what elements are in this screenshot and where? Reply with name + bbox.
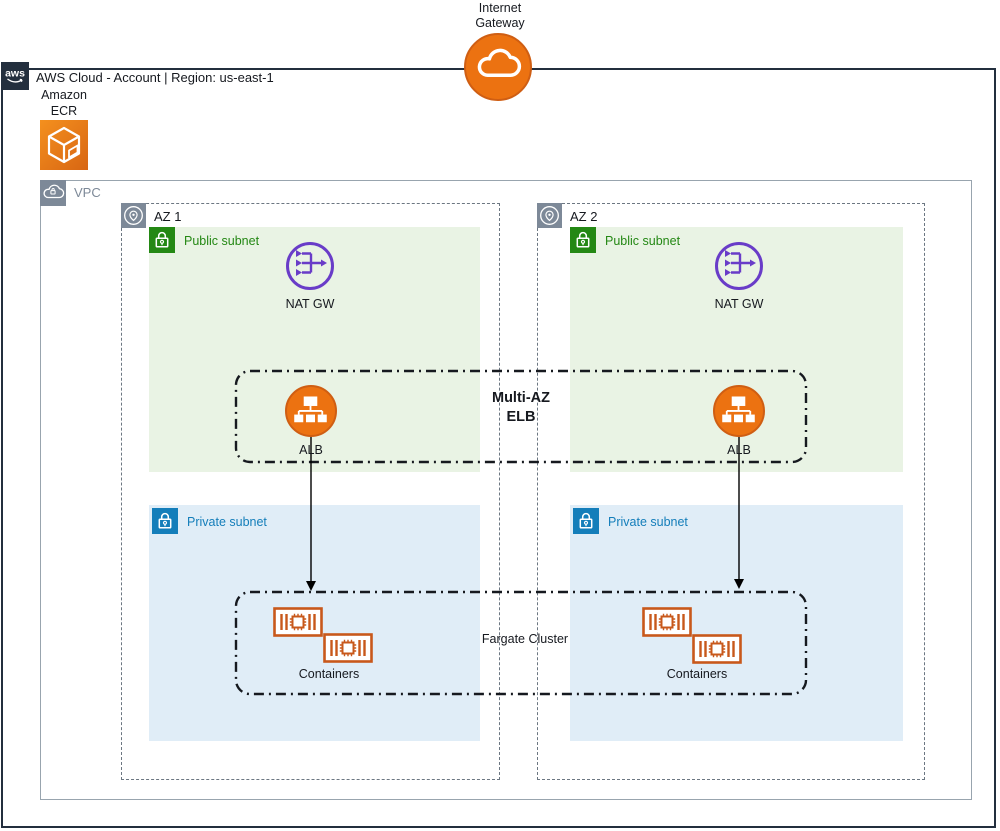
aws-cloud-title: AWS Cloud - Account | Region: us-east-1	[36, 70, 274, 85]
internet-gateway-icon[interactable]	[464, 33, 532, 101]
private-subnet-lock-icon	[152, 508, 178, 534]
nat-gateway-icon-az2[interactable]	[713, 240, 765, 292]
public-subnet-label: Public subnet	[605, 234, 681, 248]
private-subnet-label: Private subnet	[187, 515, 267, 529]
public-subnet-label: Public subnet	[184, 234, 260, 248]
ecr-label: Amazon ECR	[41, 88, 87, 118]
nat-gateway-label: NAT GW	[285, 297, 335, 311]
az1-label: AZ 1	[154, 209, 182, 224]
container-icon[interactable]	[323, 633, 373, 663]
container-icon[interactable]	[642, 607, 692, 637]
az1-location-pin-icon	[121, 203, 146, 228]
vpc-label: VPC	[74, 185, 101, 200]
private-subnet-az2: Private subnet	[570, 505, 903, 741]
alb-icon-az1[interactable]	[285, 385, 337, 437]
vpc-group-border	[40, 180, 972, 800]
public-subnet-lock-icon	[149, 227, 175, 253]
nat-gateway-label: NAT GW	[714, 297, 764, 311]
nat-gateway-icon-az1[interactable]	[284, 240, 336, 292]
az2-group-border	[537, 203, 925, 780]
alb-label: ALB	[727, 443, 751, 457]
multi-az-elb-label: Multi-AZ ELB	[492, 390, 550, 425]
public-subnet-lock-icon	[570, 227, 596, 253]
aws-logo-icon: aws	[1, 62, 29, 90]
fargate-cluster-label: Fargate Cluster	[481, 632, 569, 646]
private-subnet-label: Private subnet	[608, 515, 688, 529]
svg-text:aws: aws	[5, 68, 25, 80]
container-icon[interactable]	[692, 634, 742, 664]
alb-label: ALB	[299, 443, 323, 457]
ecr-icon[interactable]	[40, 120, 88, 170]
cloud-icon	[466, 35, 529, 98]
vpc-cloud-lock-icon	[40, 180, 66, 206]
alb-icon-az2[interactable]	[713, 385, 765, 437]
container-icon[interactable]	[273, 607, 323, 637]
containers-label: Containers	[666, 667, 728, 681]
az2-location-pin-icon	[537, 203, 562, 228]
az2-label: AZ 2	[570, 209, 598, 224]
internet-gateway-label: Internet Gateway	[475, 1, 525, 30]
private-subnet-lock-icon	[573, 508, 599, 534]
az1-group-border	[121, 203, 500, 780]
container-registry-icon	[40, 120, 88, 170]
containers-label: Containers	[298, 667, 360, 681]
